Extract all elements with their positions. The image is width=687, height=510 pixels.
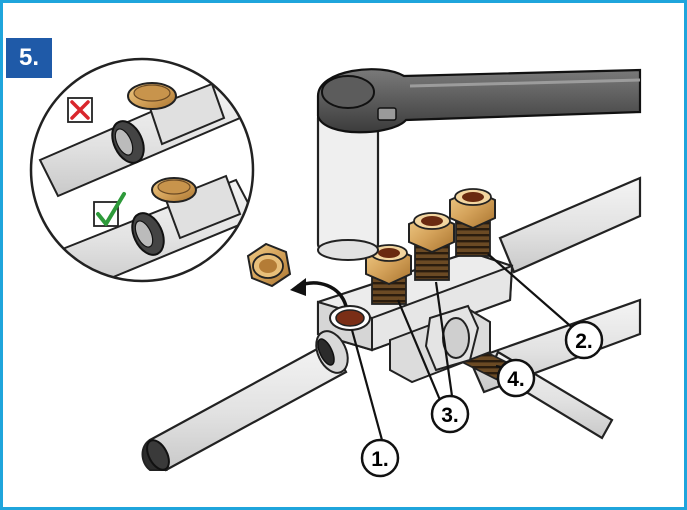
branch-pipe-upper-right — [498, 176, 642, 274]
manifold-body — [315, 250, 514, 384]
removed-brass-plug — [246, 242, 292, 288]
callout-leaders — [350, 253, 576, 441]
detail-inset — [29, 57, 255, 283]
outlet-fitting-middle — [408, 212, 455, 281]
green-check-icon — [93, 192, 126, 227]
callout-3-label: 3. — [441, 404, 459, 427]
outlet-fitting-3 — [365, 244, 412, 305]
callout-4-label: 4. — [507, 368, 525, 391]
main-pipe-left — [141, 340, 348, 472]
callout-4: 4. — [496, 358, 536, 398]
callout-1-label: 1. — [371, 448, 389, 471]
callout-2: 2. — [564, 320, 604, 360]
step-number-badge: 5. — [6, 38, 52, 78]
removal-arrow-icon — [290, 278, 348, 307]
callout-3: 3. — [430, 394, 470, 434]
red-cross-icon — [67, 97, 93, 123]
callout-1: 1. — [360, 438, 400, 478]
ratchet-wrench — [316, 68, 642, 261]
outlet-fitting-2 — [449, 188, 496, 257]
callout-2-label: 2. — [575, 330, 593, 353]
